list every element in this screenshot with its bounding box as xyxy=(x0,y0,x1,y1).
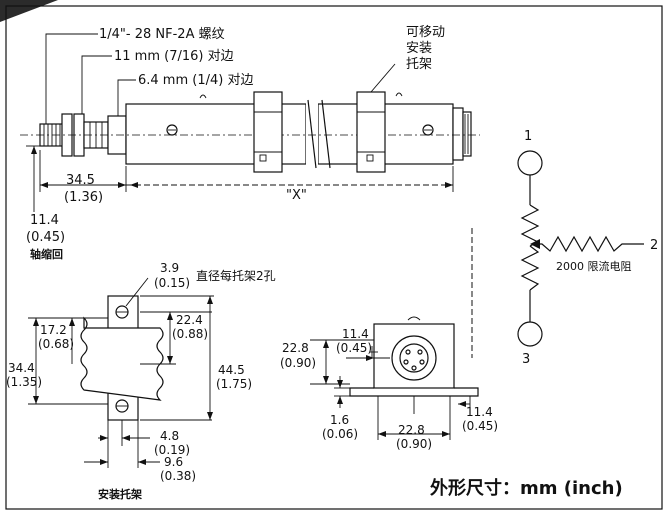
dim-0-38: (0.38) xyxy=(160,469,196,483)
hole-label: 直径每托架2孔 xyxy=(196,268,276,283)
movable-bracket-label-1: 可移动 xyxy=(406,25,445,40)
terminal-2-label: 2 xyxy=(650,238,658,253)
dim-9-6: 9.6 xyxy=(164,455,183,469)
end-dim-0-45: (0.45) xyxy=(336,341,372,355)
hex-small-label: 6.4 mm (1/4) 对边 xyxy=(138,73,253,88)
end-dim-22-8b: 22.8 xyxy=(398,423,425,437)
end-dim-0-45b: (0.45) xyxy=(462,419,498,433)
end-dim-22-8: 22.8 xyxy=(282,341,309,355)
dim-17-2: 17.2 xyxy=(40,323,67,337)
dim-44-5: 44.5 xyxy=(218,363,245,377)
terminal-1-icon xyxy=(517,150,543,176)
top-leaders xyxy=(45,33,396,124)
bracket-detail xyxy=(28,277,214,468)
end-dim-0-06: (0.06) xyxy=(322,427,358,441)
thread-label: 1/4"- 28 NF-2A 螺纹 xyxy=(99,27,225,42)
main-dimensions xyxy=(26,145,454,212)
corner-decoration xyxy=(0,0,58,22)
hex-large-label: 11 mm (7/16) 对边 xyxy=(114,49,234,64)
terminal-3-icon xyxy=(517,321,543,347)
connector-inner xyxy=(399,343,429,373)
dim-0-45: (0.45) xyxy=(26,230,65,245)
dim-34-4: 34.4 xyxy=(8,361,35,375)
dim-0-88: (0.88) xyxy=(172,327,208,341)
movable-bracket-label-3: 托架 xyxy=(406,57,432,72)
dim-22-4: 22.4 xyxy=(176,313,203,327)
screw-icon xyxy=(166,124,178,136)
dim-4-8: 4.8 xyxy=(160,429,179,443)
end-dim-1-6: 1.6 xyxy=(330,413,349,427)
dim-x: "X" xyxy=(286,188,307,203)
dim-11-4: 11.4 xyxy=(30,213,59,228)
end-dim-0-90: (0.90) xyxy=(280,356,316,370)
resistor-bottom xyxy=(520,245,540,291)
end-view xyxy=(310,316,479,440)
frame-border xyxy=(5,5,663,510)
side-view xyxy=(20,91,480,173)
dim-0-68: (0.68) xyxy=(38,337,74,351)
hole-dim-in: (0.15) xyxy=(154,276,190,290)
body-section xyxy=(80,316,164,401)
end-cap xyxy=(452,107,464,161)
bracket-title: 安装托架 xyxy=(98,487,142,501)
end-dim-11-4: 11.4 xyxy=(342,327,369,341)
movable-bracket-label-2: 安装 xyxy=(406,41,432,56)
resistor-top xyxy=(520,204,540,247)
hole-dim: 3.9 xyxy=(160,261,179,275)
resistance-label: 2000 限流电阻 xyxy=(556,259,632,273)
dim-34-5: 34.5 xyxy=(66,173,95,188)
end-feet xyxy=(349,387,479,397)
wiper-resistor xyxy=(536,235,644,253)
screw-icon xyxy=(422,124,434,136)
dim-0-19: (0.19) xyxy=(154,443,190,457)
terminal-3-label: 3 xyxy=(522,352,530,367)
dim-1-35: (1.35) xyxy=(6,375,42,389)
schematic xyxy=(471,150,644,358)
bracket-fixed xyxy=(253,91,283,173)
dim-1-75: (1.75) xyxy=(216,377,252,391)
shaft-retract-label: 轴缩回 xyxy=(30,247,63,261)
terminal-1-label: 1 xyxy=(524,129,532,144)
dim-1-36: (1.36) xyxy=(64,190,103,205)
units-label: 外形尺寸：mm (inch) xyxy=(430,477,623,499)
end-dim-0-90b: (0.90) xyxy=(396,437,432,451)
bracket-movable xyxy=(356,91,386,173)
end-dim-11-4b: 11.4 xyxy=(466,405,493,419)
